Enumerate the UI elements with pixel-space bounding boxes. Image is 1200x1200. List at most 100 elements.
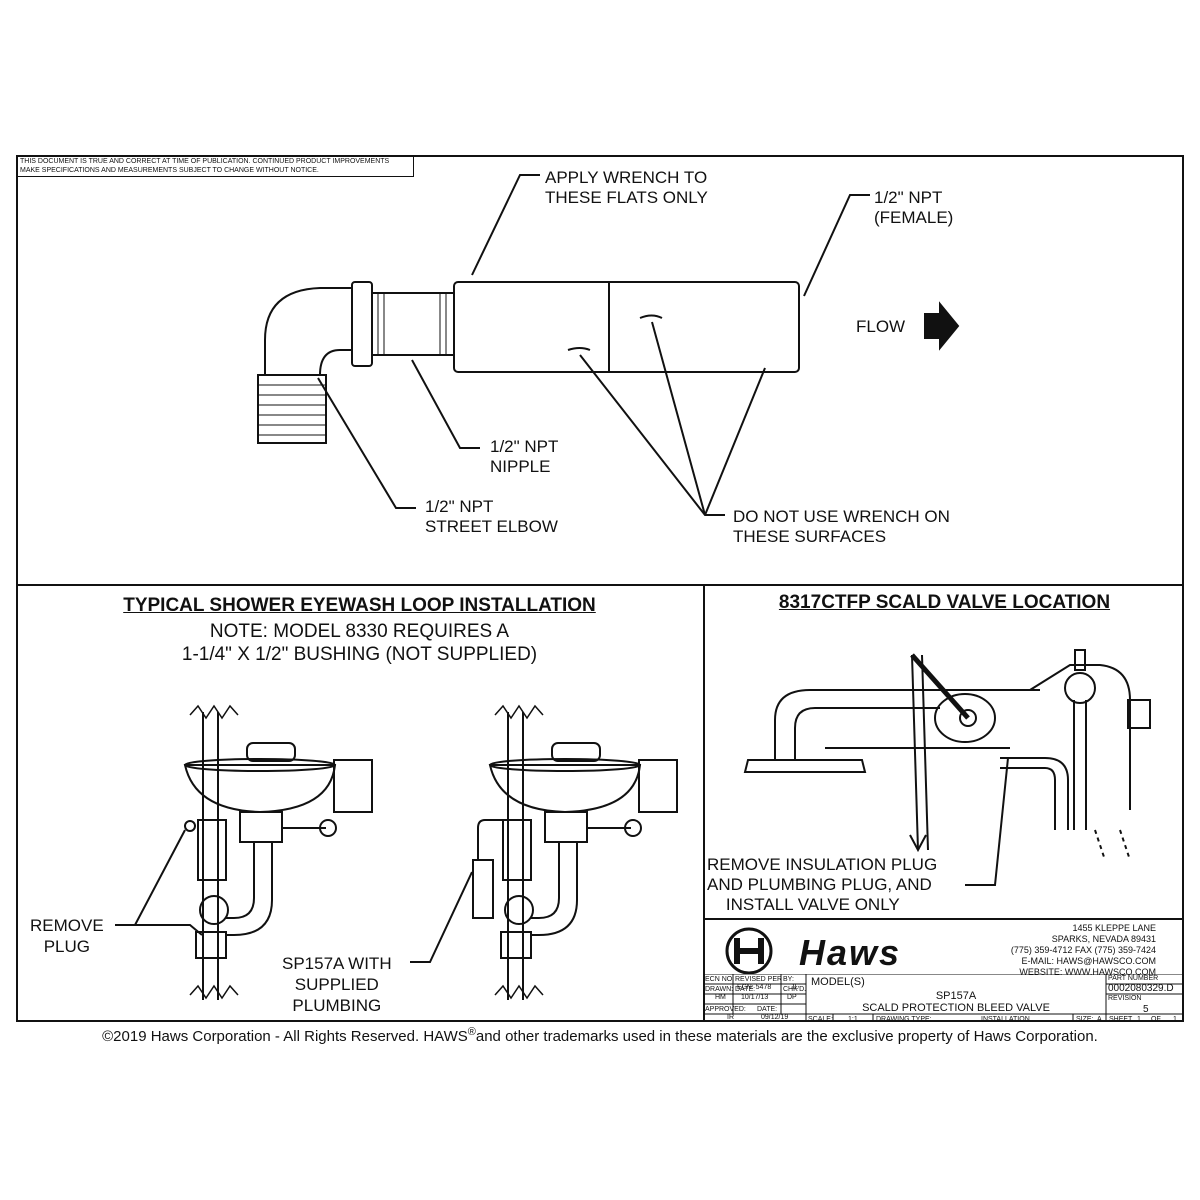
- valve-housing: [934, 693, 996, 743]
- chkd-value: DP: [787, 994, 797, 1001]
- panel-divider-vertical: [703, 584, 705, 1022]
- nipple-label: 1/2" NPT NIPPLE: [490, 437, 559, 476]
- leader-elbow: [317, 377, 416, 509]
- leader-female: [803, 194, 870, 297]
- scald-valve-title: 8317CTFP SCALD VALVE LOCATION: [778, 592, 1111, 613]
- revision-number: 5: [1143, 1004, 1149, 1015]
- size-value: A: [1097, 1016, 1102, 1023]
- revised-per-label: REVISED PER: [735, 976, 783, 983]
- side-fitting: [1127, 699, 1151, 729]
- sheet-label: SHEET: [1109, 1016, 1133, 1023]
- frame-outer: [1029, 664, 1131, 810]
- of-label: OF: [1151, 1016, 1161, 1023]
- loop-note-line-2: 1-1/4" X 1/2" BUSHING (NOT SUPPLIED): [181, 644, 538, 665]
- insulation-plug-pipe-2: [1000, 757, 1069, 830]
- approved-value: IR: [727, 1014, 734, 1021]
- address-line-5: WEBSITE: WWW.HAWSCO.COM: [1019, 967, 1156, 977]
- leader-nipple: [411, 359, 480, 449]
- address-line-1: 1455 KLEPPE LANE: [1072, 923, 1156, 933]
- leader-remove-plug-2: [135, 924, 203, 936]
- handle-rod-2: [921, 654, 929, 851]
- leader-no-wrench-2: [651, 321, 706, 516]
- address-line-3: (775) 359-4712 FAX (775) 359-7424: [1010, 945, 1156, 955]
- street-elbow-label: 1/2" NPT STREET ELBOW: [425, 497, 558, 536]
- showerhead-base: [743, 759, 867, 773]
- pipe-continuation: [1094, 829, 1131, 861]
- ecn-no-label: ECN NO.: [705, 976, 735, 983]
- loop-installation-title: TYPICAL SHOWER EYEWASH LOOP INSTALLATION: [123, 595, 596, 616]
- flow-arrow-icon: [924, 301, 960, 351]
- female-thread-label: 1/2" NPT (FEMALE): [874, 188, 954, 227]
- address-line-4: E-MAIL: HAWS@HAWSCO.COM: [1021, 956, 1156, 966]
- approved-label: APPROVED:: [705, 1006, 746, 1013]
- leader-no-wrench-3: [704, 367, 766, 516]
- address-line-2: SPARKS, NEVADA 89431: [1051, 934, 1156, 944]
- disclaimer-line-1: THIS DOCUMENT IS TRUE AND CORRECT AT TIM…: [20, 158, 390, 165]
- handle-rod-1: [911, 654, 919, 851]
- drawing-type-label: DRAWING TYPE:: [876, 1016, 932, 1023]
- bleed-valve-cap: [1074, 649, 1086, 671]
- wrench-flats-label: APPLY WRENCH TO THESE FLATS ONLY: [545, 168, 708, 207]
- surface-mark-1: [567, 347, 591, 351]
- sheet-value: 1: [1137, 1016, 1141, 1023]
- size-label: SIZE:: [1076, 1016, 1094, 1023]
- part-number-label: PART NUMBER: [1108, 975, 1159, 982]
- surface-mark-2: [639, 314, 663, 319]
- haws-logo: Haws: [709, 926, 999, 976]
- street-elbow-outer: [264, 287, 352, 375]
- flow-label: FLOW: [856, 317, 906, 336]
- title-block: Haws 1455 KLEPPE LANE SPARKS, NEVADA 894…: [703, 918, 1184, 1024]
- sp157a-plumbing-label: SP157A WITH SUPPLIED PLUMBING: [282, 954, 392, 1015]
- model-description: SCALD PROTECTION BLEED VALVE: [862, 1002, 1050, 1014]
- drawing-sheet-border: [16, 155, 1184, 1022]
- loop-note-line-1: NOTE: MODEL 8330 REQUIRES A: [209, 621, 510, 642]
- valve-body: [453, 281, 800, 373]
- panel-divider-horizontal: [16, 584, 1184, 586]
- revised-per-value: ECN: 5478: [737, 984, 772, 991]
- approved-date-label: DATE:: [757, 1006, 778, 1013]
- part-number: 0002080329.D: [1108, 983, 1174, 994]
- insulation-plug-pipe-1: [1000, 767, 1056, 830]
- date-value: 10/17/13: [741, 994, 769, 1001]
- supply-pipe-lower: [794, 707, 940, 760]
- no-wrench-label: DO NOT USE WRENCH ON THESE SURFACES: [733, 507, 950, 546]
- scale-value: 1:1: [848, 1016, 858, 1023]
- eyewash-unit-with-sp157a: [472, 704, 678, 1000]
- disclaimer-box: THIS DOCUMENT IS TRUE AND CORRECT AT TIM…: [16, 155, 414, 177]
- eyewash-unit-plug-removed: [183, 704, 373, 1000]
- of-value: 1: [1173, 1016, 1177, 1023]
- valve-assembly-drawing: [257, 174, 960, 516]
- remove-plug-label: REMOVE PLUG: [30, 916, 104, 956]
- approved-date-value: 09/12/19: [761, 1014, 789, 1021]
- street-elbow-thread-lines: [258, 384, 326, 436]
- drawing-type-value: INSTALLATION: [981, 1016, 1030, 1023]
- street-elbow-inner: [319, 349, 352, 376]
- street-elbow-thread: [257, 374, 327, 444]
- haws-wordmark: Haws: [799, 932, 902, 973]
- scald-valve-instruction: REMOVE INSULATION PLUG AND PLUMBING PLUG…: [707, 855, 938, 914]
- leader-wrench-flats: [471, 174, 540, 276]
- scale-label: SCALE:: [808, 1016, 833, 1023]
- registered-mark: ®: [467, 1026, 476, 1038]
- footer-text-start: ©2019 Haws Corporation - All Rights Rese…: [102, 1028, 468, 1045]
- chkd-label: CHK'D.: [783, 986, 807, 993]
- drawn-label: DRAWN:: [705, 986, 734, 993]
- disclaimer-line-2: MAKE SPECIFICATIONS AND MEASUREMENTS SUB…: [20, 167, 319, 174]
- by-value: JL: [791, 984, 799, 991]
- title-block-grid: [703, 974, 1184, 1022]
- model-number: SP157A: [935, 990, 977, 1002]
- supply-pipe-upper: [774, 689, 1040, 760]
- haws-logo-mark: [725, 927, 773, 975]
- valve-stem-icon: [959, 709, 977, 727]
- drawn-value: HM: [715, 994, 726, 1001]
- date-label: DATE:: [735, 986, 756, 993]
- revision-label: REVISION: [1108, 995, 1142, 1002]
- nipple-thread-lines: [377, 293, 447, 355]
- handle-rod-arrow: [909, 834, 927, 853]
- leader-sp157a: [410, 871, 473, 963]
- copyright-footer: ©2019 Haws Corporation - All Rights Rese…: [0, 1026, 1200, 1045]
- footer-text-end: and other trademarks used in these mater…: [475, 1028, 1098, 1045]
